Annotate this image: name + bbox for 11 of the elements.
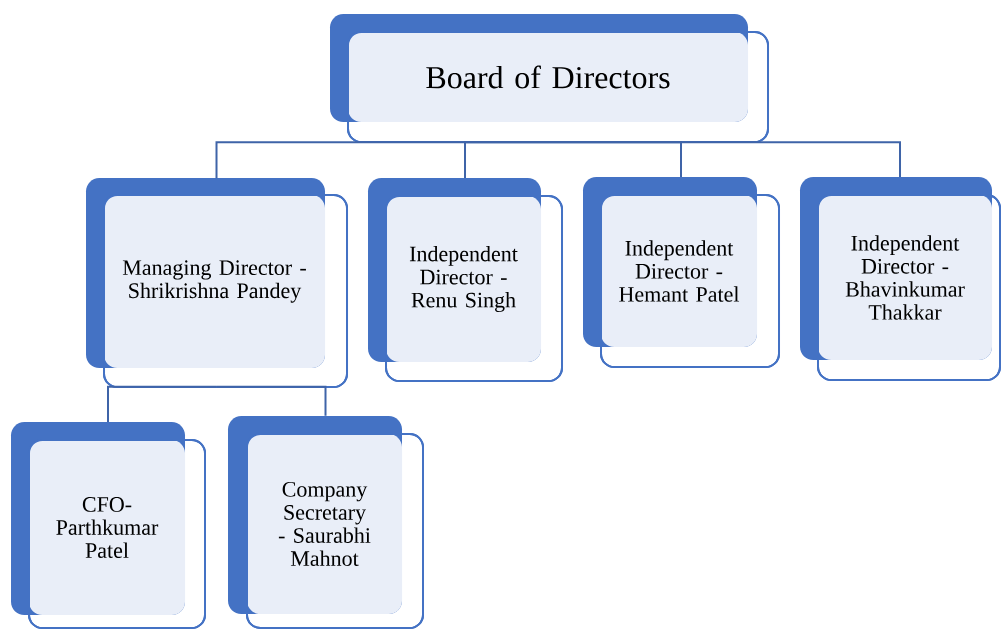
connector: [464, 141, 550, 179]
org-box: Managing Director - Shrikrishna Pandey: [86, 178, 348, 388]
connector: [107, 385, 218, 424]
org-box: Independent Director - Hemant Patel: [583, 177, 780, 368]
org-box: Company Secretary - Saurabhi Mahnot: [228, 416, 424, 629]
connector: [548, 141, 901, 178]
org-box: Independent Director - Bhavinkumar Thakkar: [800, 177, 1001, 381]
connector: [215, 385, 327, 417]
org-box: CFO- Parthkumar Patel: [11, 422, 206, 629]
org-box: Independent Director - Renu Singh: [368, 178, 563, 382]
org-box: Board of Directors: [330, 14, 769, 143]
